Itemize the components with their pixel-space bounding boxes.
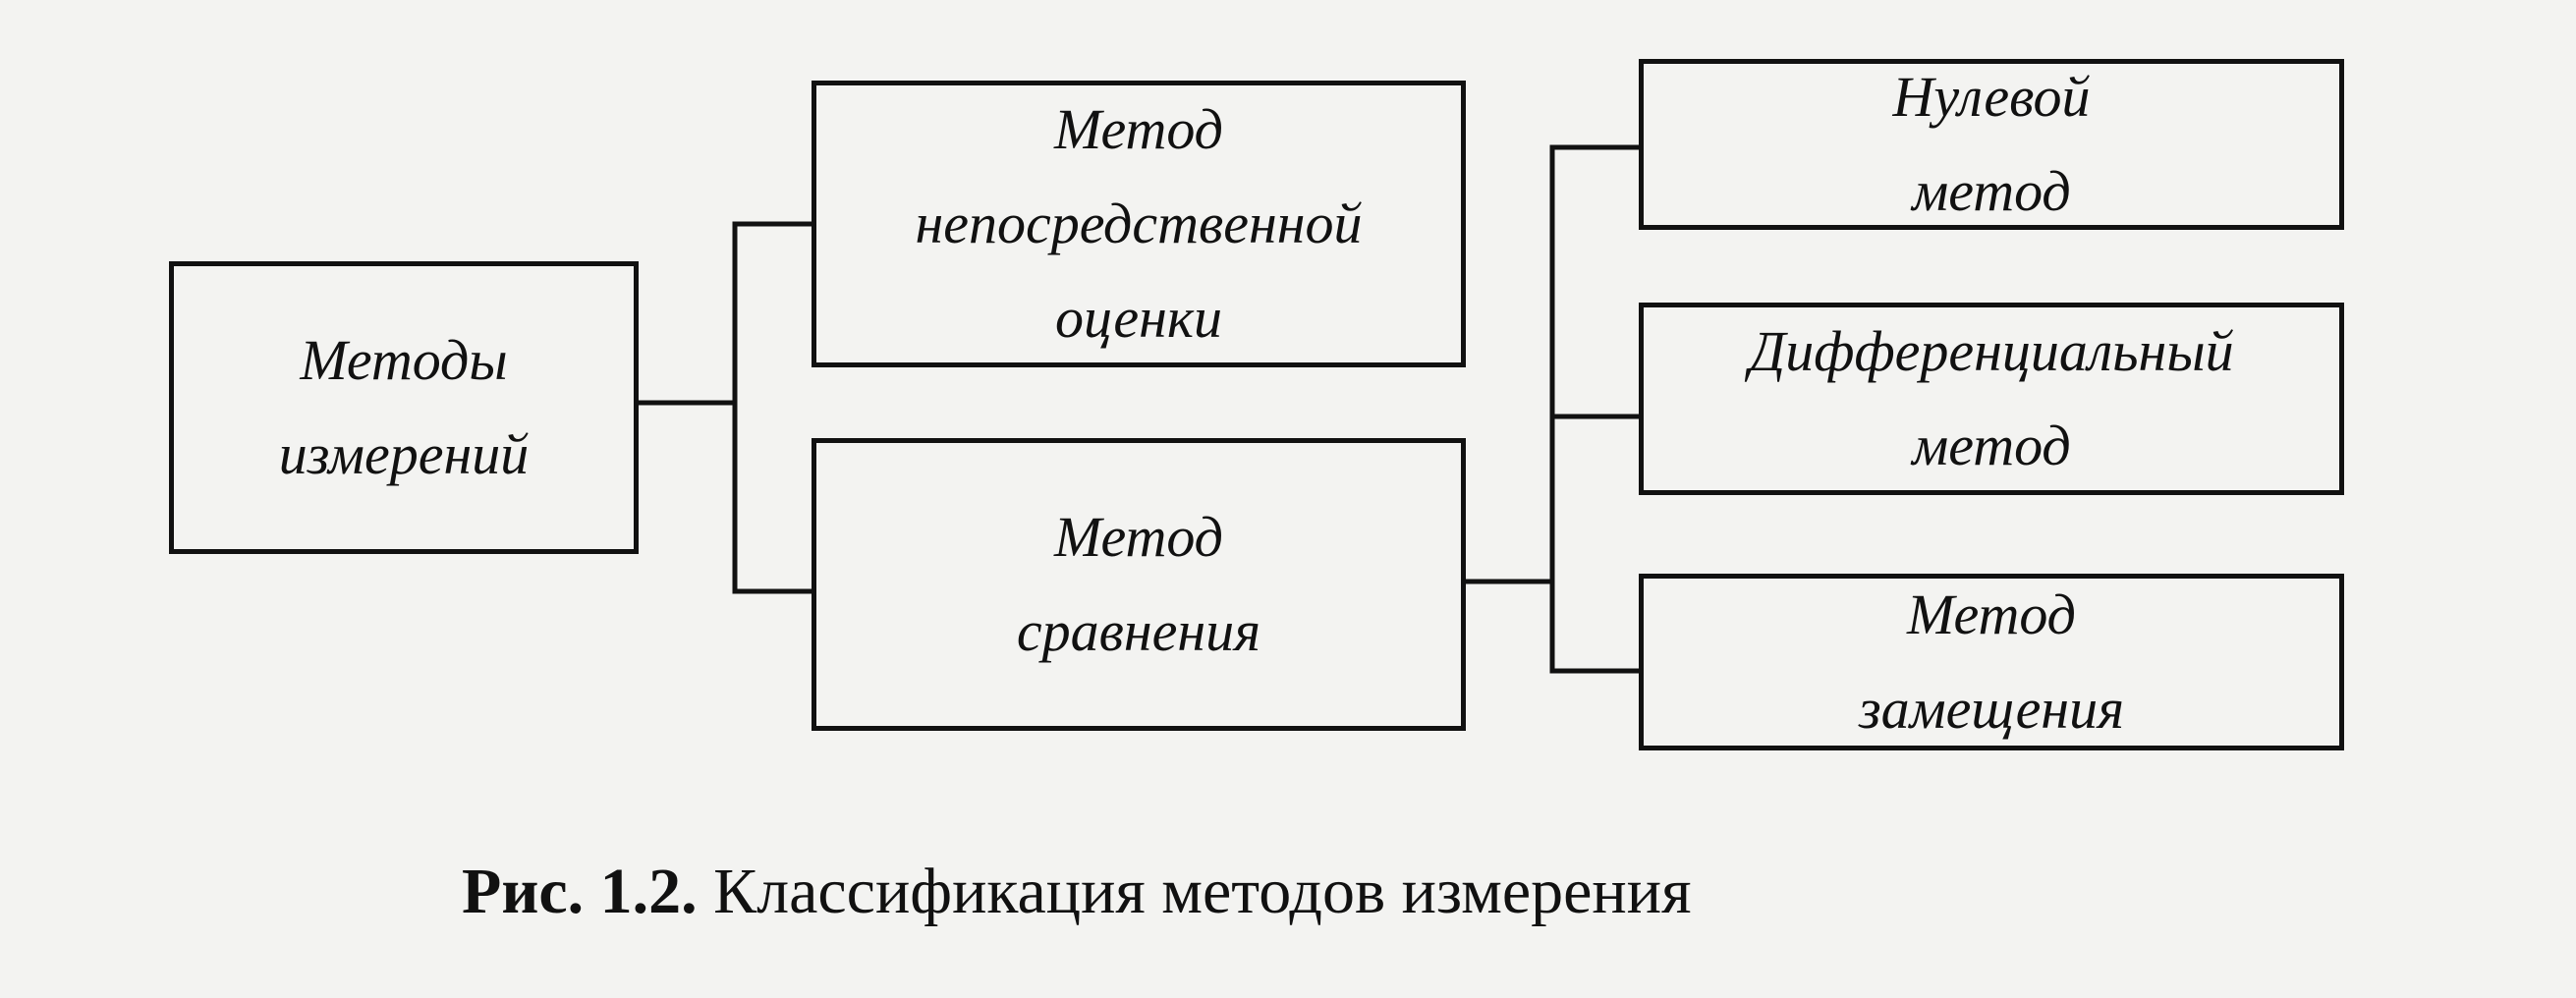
direct-evaluation-label: Метод непосредственной оценки	[915, 97, 1363, 350]
box-null-method: Нулевой метод	[1639, 59, 2344, 230]
box-substitution-method: Метод замещения	[1639, 574, 2344, 750]
box-comparison-method: Метод сравнения	[812, 438, 1466, 731]
differential-method-label: Дифференциальный метод	[1749, 319, 2234, 477]
root-label: Методы измерений	[278, 328, 530, 486]
null-method-label: Нулевой метод	[1892, 65, 2091, 223]
root-box-measurement-methods: Методы измерений	[169, 261, 639, 554]
box-differential-method: Дифференциальный метод	[1639, 303, 2344, 495]
box-direct-evaluation-method: Метод непосредственной оценки	[812, 81, 1466, 367]
comparison-label: Метод сравнения	[1016, 505, 1261, 663]
figure-title: Классификация методов измерения	[713, 856, 1692, 927]
substitution-method-label: Метод замещения	[1858, 582, 2125, 741]
figure-number: Рис. 1.2.	[462, 856, 698, 927]
figure-caption: Рис. 1.2. Классификация методов измерени…	[462, 855, 1691, 929]
